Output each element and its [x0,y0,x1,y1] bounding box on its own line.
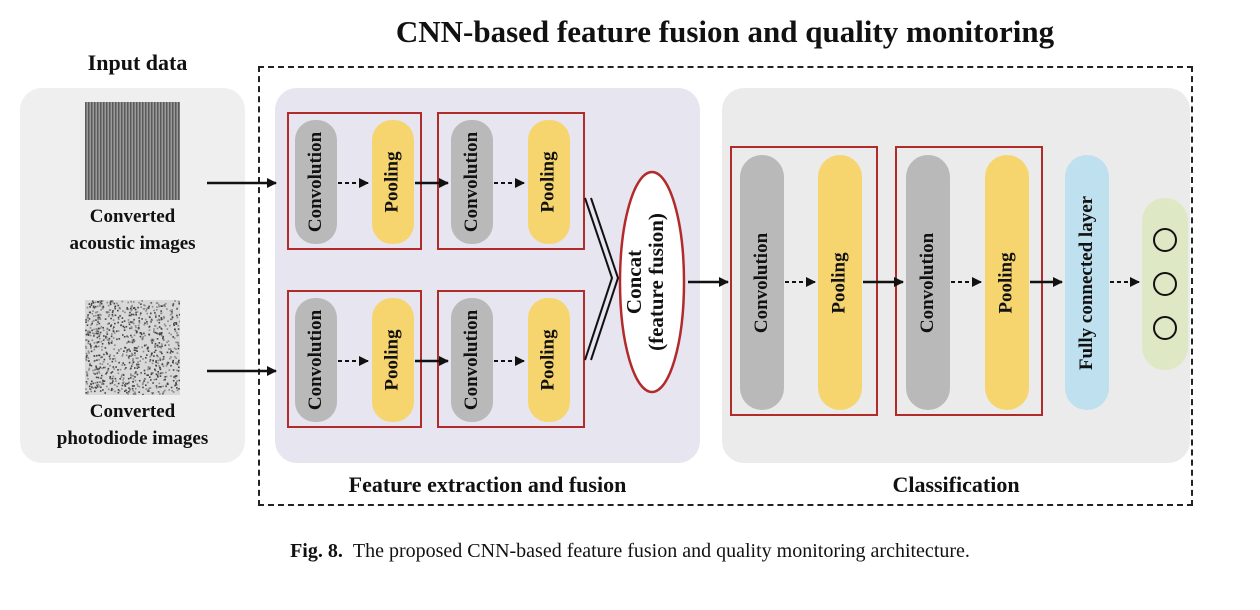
output-nodes [1153,228,1177,340]
conv-block-bottom-1 [287,290,422,428]
fusion-chevron [590,197,620,361]
conv-block-top-2 [437,112,585,250]
acoustic-image-label-2: acoustic images [69,233,196,254]
pooling-layer: Pooling [818,155,862,410]
photodiode-image-label-2: photodiode images [56,428,209,449]
architecture-frame [258,66,1193,506]
convolution-layer: Convolution [906,155,950,410]
concat-ellipse [618,170,686,394]
pooling-layer: Pooling [528,298,570,422]
diagram-title: CNN-based feature fusion and quality mon… [395,14,1055,49]
conv-block-bottom-2 [437,290,585,428]
fully-connected-layer: Fully connected layer [1065,155,1109,410]
pooling-layer: Pooling [528,120,570,244]
classification-label: Classification [892,472,1020,497]
output-node [1153,272,1177,296]
convolution-layer: Convolution [295,120,337,244]
acoustic-image-label-1: Converted [89,206,176,227]
feature-extraction-label: Feature extraction and fusion [348,472,627,497]
acoustic-image [85,102,180,200]
pooling-layer: Pooling [985,155,1029,410]
convolution-layer: Convolution [740,155,784,410]
input-data-title: Input data [87,50,188,75]
caption-text: The proposed CNN-based feature fusion an… [352,540,970,562]
photodiode-image [85,300,180,395]
output-layer [1142,198,1188,370]
output-node [1153,228,1177,252]
pooling-layer: Pooling [372,298,414,422]
convolution-layer: Convolution [295,298,337,422]
fusion-chevron [584,197,614,361]
convolution-layer: Convolution [451,120,493,244]
output-node [1153,316,1177,340]
conv-block-top-1 [287,112,422,250]
figure-caption: Fig. 8. The proposed CNN-based feature f… [0,540,1260,563]
caption-prefix: Fig. 8. [290,540,343,562]
convolution-layer: Convolution [451,298,493,422]
pooling-layer: Pooling [372,120,414,244]
photodiode-image-label-1: Converted [89,401,176,422]
classification-panel [722,88,1190,463]
